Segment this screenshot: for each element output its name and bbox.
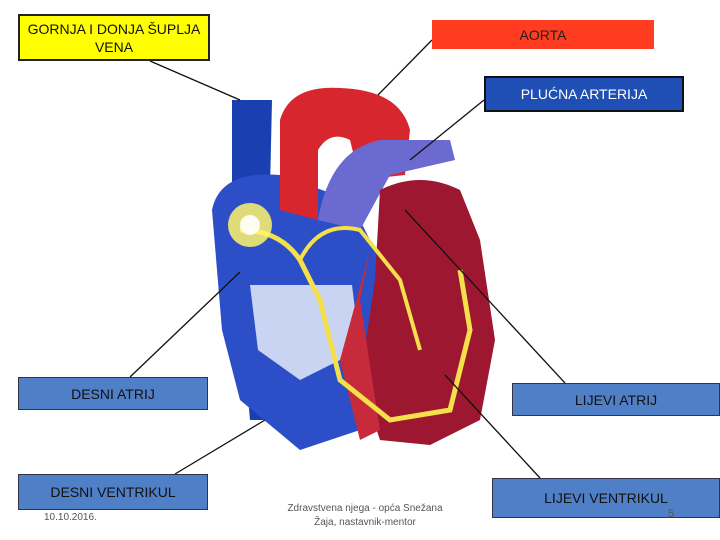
pulmonary-artery bbox=[318, 140, 455, 230]
label-desni-atrij: DESNI ATRIJ bbox=[18, 377, 208, 410]
label-plucna-arterija: PLUĆNA ARTERIJA bbox=[484, 76, 684, 112]
pointer-desni-ventrikul bbox=[174, 419, 266, 475]
footer-credit: Zdravstvena njega - opća Snežana Žaja, n… bbox=[287, 503, 443, 528]
conduction-path-2 bbox=[298, 226, 422, 351]
myocardium bbox=[340, 250, 380, 440]
left-heart bbox=[360, 180, 495, 445]
pointer-plucna bbox=[409, 99, 485, 161]
pointer-lines bbox=[129, 39, 566, 479]
pointer-lijevi-atrij bbox=[404, 209, 566, 384]
pointer-lijevi-ventrikul bbox=[444, 374, 541, 479]
footer-date: 10.10.2016. bbox=[44, 512, 97, 523]
label-lijevi-ventrikul: LIJEVI VENTRIKUL bbox=[492, 478, 720, 518]
aorta-arch bbox=[280, 87, 410, 220]
pointer-desni-atrij bbox=[129, 271, 241, 378]
pointer-aorta bbox=[377, 39, 433, 96]
pointer-vena bbox=[149, 60, 241, 101]
label-desni-ventrikul: DESNI VENTRIKUL bbox=[18, 474, 208, 510]
slide-number: 5 bbox=[668, 508, 675, 520]
label-aorta: AORTA bbox=[432, 20, 654, 49]
label-vena: GORNJA I DONJA ŠUPLJA VENA bbox=[18, 14, 210, 61]
sa-node-core bbox=[240, 215, 260, 235]
label-lijevi-atrij: LIJEVI ATRIJ bbox=[512, 383, 720, 416]
